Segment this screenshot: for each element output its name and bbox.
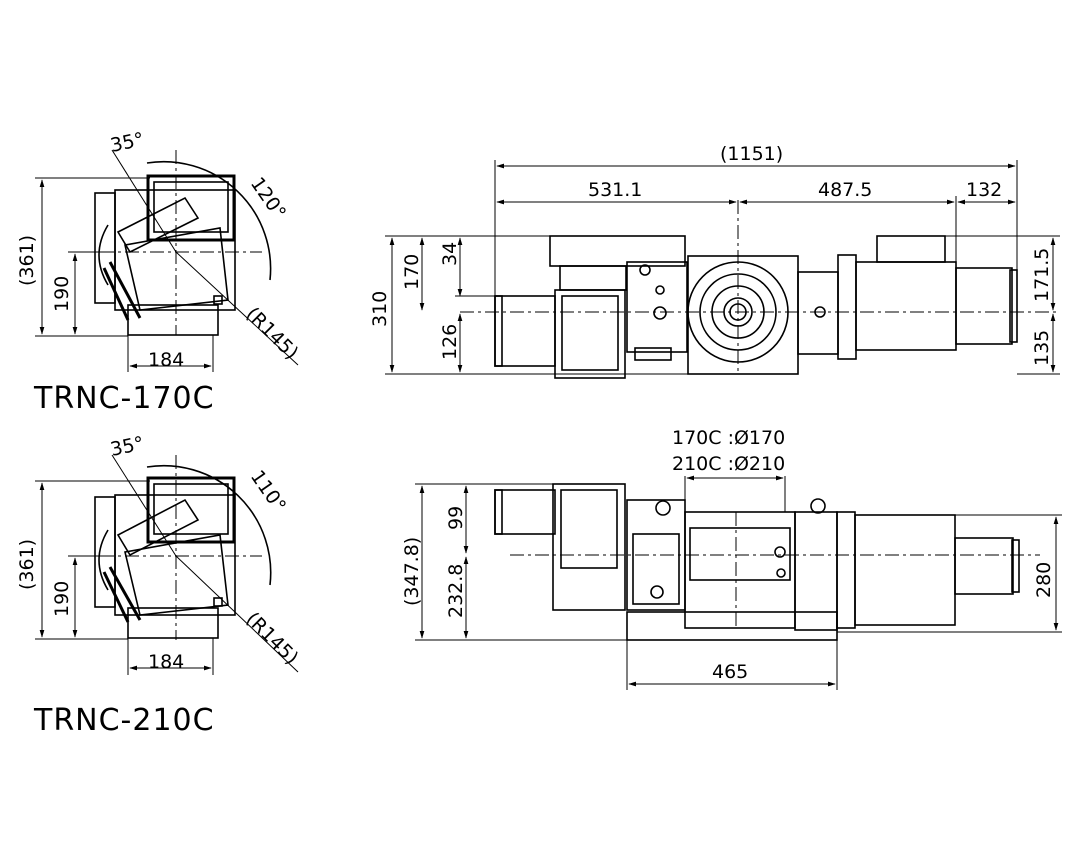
height-34-label: 34 [439, 242, 461, 266]
height-347-8-label: (347.8) [401, 537, 423, 606]
radius-label: (R145) [241, 608, 302, 669]
length-c-label: 132 [966, 179, 1002, 201]
angle-35-label: 35° [108, 128, 146, 157]
view-side-top: (1151) 531.1 487.5 132 310 170 34 126 17… [369, 143, 1060, 379]
base-width-label: 184 [148, 651, 184, 673]
length-b-label: 487.5 [818, 179, 872, 201]
overall-height-label: (361) [16, 539, 38, 590]
height-310-label: 310 [369, 291, 391, 327]
angle-tilt-label: 120° [246, 173, 290, 223]
angle-35-label: 35° [108, 432, 146, 461]
height-170-label: 170 [401, 254, 423, 290]
height-135-label: 135 [1031, 330, 1053, 366]
table-diameter-210-label: 210C :Ø210 [672, 453, 785, 475]
base-length-label: 465 [712, 661, 748, 683]
view-trnc-170c: 35° 120° (361) 190 184 (R145) TRNC-170C [16, 128, 302, 416]
overall-length-label: (1151) [720, 143, 783, 165]
height-126-label: 126 [439, 324, 461, 360]
angle-tilt-label: 110° [246, 466, 290, 516]
view-trnc-210c: 35° 110° (361) 190 184 (R145) TRNC-210C [16, 432, 302, 738]
model-title: TRNC-210C [33, 703, 215, 738]
height-171-5-label: 171.5 [1031, 248, 1053, 302]
length-a-label: 531.1 [588, 179, 642, 201]
height-232-8-label: 232.8 [445, 564, 467, 618]
radius-label: (R145) [241, 303, 302, 364]
overall-height-label: (361) [16, 235, 38, 286]
view-side-bottom: 170C :Ø170 210C :Ø210 (347.8) 99 232.8 4… [401, 427, 1062, 690]
model-title: TRNC-170C [33, 381, 215, 416]
center-height-label: 190 [51, 276, 73, 312]
center-height-label: 190 [51, 581, 73, 617]
height-99-label: 99 [445, 506, 467, 530]
table-diameter-170-label: 170C :Ø170 [672, 427, 785, 449]
height-280-label: 280 [1033, 562, 1055, 598]
base-width-label: 184 [148, 349, 184, 371]
